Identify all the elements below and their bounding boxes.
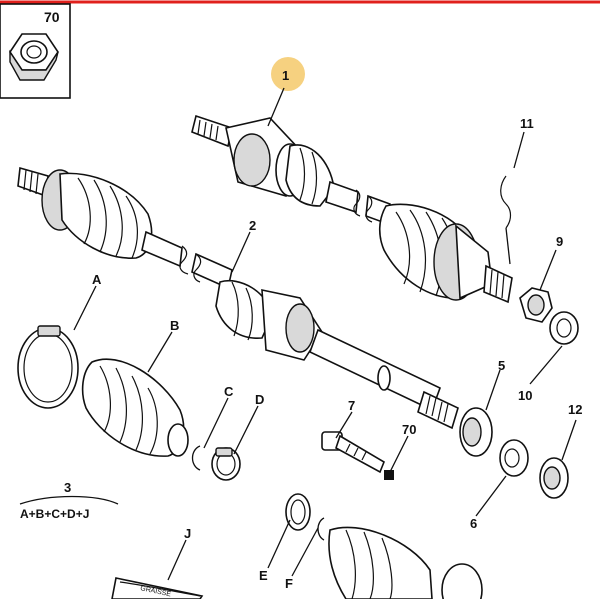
- nut-70-small: [384, 470, 394, 480]
- callout-10: 10: [518, 388, 532, 403]
- clamp-e: [285, 493, 311, 531]
- callout-a: A: [92, 272, 102, 287]
- callout-labels: 1 2 11 9 10 5 12 6 7 70 A B C D E F J: [92, 68, 582, 591]
- callout-12: 12: [568, 402, 582, 417]
- clamp-a: [17, 325, 79, 409]
- split-pin: [500, 175, 512, 265]
- circlip-c: [191, 445, 201, 471]
- bolt-7: [321, 431, 385, 474]
- callout-9: 9: [556, 234, 563, 249]
- kit-formula-text: A+B+C+D+J: [20, 507, 89, 521]
- callout-11: 11: [520, 116, 534, 131]
- callout-b: B: [170, 318, 179, 333]
- seal-12: [539, 457, 569, 499]
- drive-shaft-lower: [17, 166, 459, 430]
- callout-1: 1: [282, 68, 289, 83]
- callout-c: C: [224, 384, 234, 399]
- nut-cap: [549, 311, 579, 345]
- callout-7: 7: [348, 398, 355, 413]
- inset-number: 70: [44, 9, 60, 25]
- bearing-5: [459, 407, 493, 457]
- leader-lines: [73, 87, 577, 581]
- boot-lower-right: [328, 526, 483, 599]
- callout-5: 5: [498, 358, 505, 373]
- drive-shaft-upper: [191, 114, 513, 304]
- clamp-d: [211, 447, 241, 481]
- inset-box: 70: [0, 3, 71, 99]
- callout-f: F: [285, 576, 293, 591]
- callout-j: J: [184, 526, 191, 541]
- callout-1-highlight: [271, 57, 305, 91]
- callout-e: E: [259, 568, 268, 583]
- callout-6: 6: [470, 516, 477, 531]
- boot-b: [81, 358, 189, 457]
- castle-nut: [519, 287, 553, 323]
- bearing-6: [499, 439, 529, 477]
- callout-70: 70: [402, 422, 416, 437]
- grease-packet-j: GRAISSE: [111, 577, 204, 599]
- callout-d: D: [255, 392, 264, 407]
- kit-formula: 3 A+B+C+D+J: [19, 480, 119, 521]
- circlip-f: [317, 517, 325, 541]
- kit-number: 3: [64, 480, 71, 495]
- callout-2: 2: [249, 218, 256, 233]
- nut-icon: [9, 33, 59, 81]
